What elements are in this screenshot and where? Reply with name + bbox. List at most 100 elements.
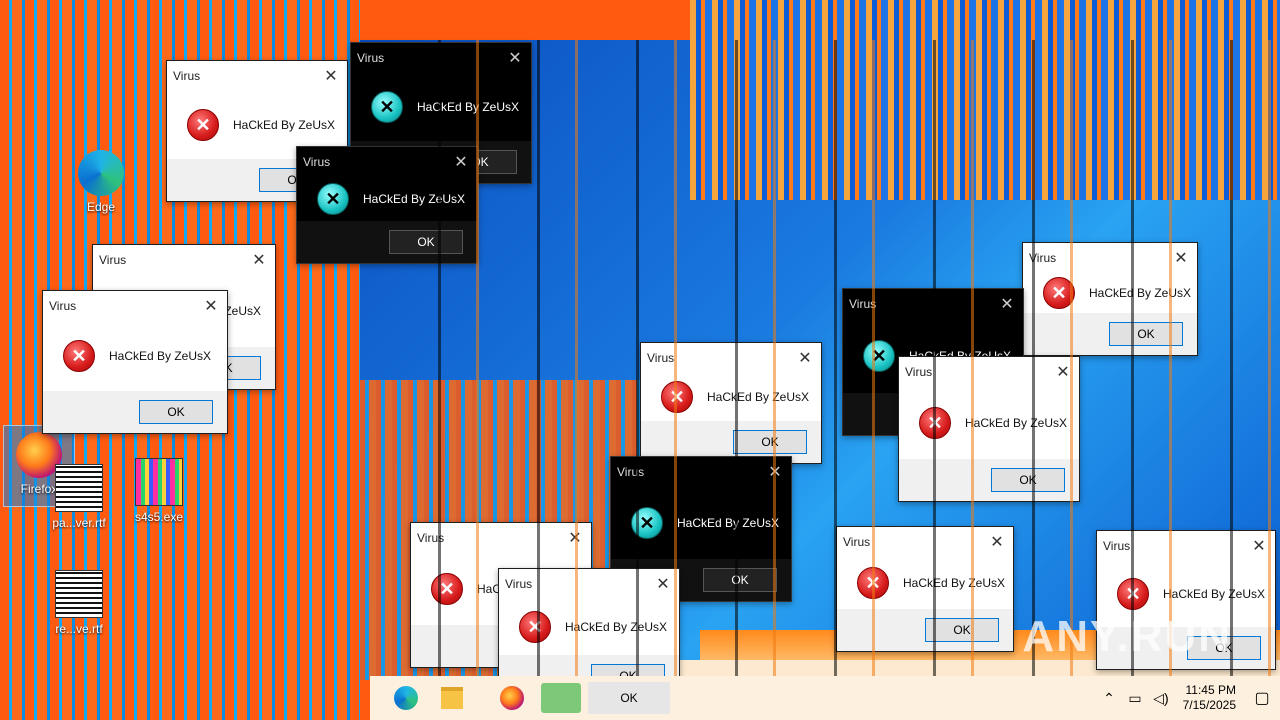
dialog-body: ✕ HaCkEd By ZeUsX [43, 321, 227, 391]
dialog-body: ✕ HaCkEd By ZeUsX [1023, 273, 1197, 313]
ok-button[interactable]: OK [1109, 322, 1183, 346]
dialog-footer: OK [899, 459, 1079, 501]
taskbar-firefox-button[interactable] [496, 682, 528, 714]
dialog-body: ✕HaCkEd By ZeUsX [611, 487, 791, 559]
dialog-message: HaCkEd By ZeUsX [233, 118, 336, 132]
speaker-icon[interactable]: ◁) [1153, 689, 1169, 706]
executable-icon [135, 458, 183, 506]
dialog-body: ✕HaCkEd By ZeUsX [641, 373, 821, 421]
error-x-icon: ✕ [431, 573, 463, 605]
dialog-title: Virus [49, 299, 77, 313]
virus-dialog[interactable]: Virus✕ ✕HaCkEd By ZeUsX OK [640, 342, 822, 464]
close-icon[interactable]: ✕ [508, 50, 522, 67]
error-x-icon: ✕ [519, 611, 551, 643]
error-x-icon: ✕ [1043, 277, 1075, 309]
close-icon[interactable]: ✕ [798, 350, 812, 367]
close-icon[interactable]: ✕ [768, 464, 782, 481]
error-x-icon: ✕ [919, 407, 951, 439]
dialog-message: HaCkEd By ZeUsX [109, 349, 212, 363]
edge-icon [78, 150, 124, 196]
dialog-title: Virus [905, 365, 933, 379]
network-icon[interactable]: ▭ [1128, 689, 1142, 706]
taskbar-explorer-button[interactable] [436, 682, 468, 714]
close-icon[interactable]: ✕ [1000, 296, 1014, 313]
close-icon[interactable]: ✕ [990, 534, 1004, 551]
desktop-icon-label: pa...ver.rtf [52, 516, 106, 530]
dialog-title: Virus [357, 51, 385, 65]
clock[interactable]: 11:45 PM 7/15/2025 [1174, 683, 1236, 713]
dialog-titlebar[interactable]: Virus ✕ [611, 457, 791, 487]
virus-dialog[interactable]: Virus ✕ ✕ HaCkEd By ZeUsX OK [42, 290, 228, 434]
dialog-title: Virus [1029, 251, 1057, 265]
ok-button[interactable]: OK [733, 430, 807, 454]
close-icon[interactable]: ✕ [1252, 538, 1266, 555]
dialog-title: Virus [617, 465, 645, 479]
dialog-titlebar[interactable]: Virus ✕ [899, 357, 1079, 387]
error-x-icon: ✕ [857, 567, 889, 599]
ok-button[interactable]: OK [139, 400, 213, 424]
error-x-icon: ✕ [371, 91, 403, 123]
close-icon[interactable]: ✕ [324, 68, 338, 85]
close-icon[interactable]: ✕ [1174, 250, 1188, 267]
dialog-titlebar[interactable]: Virus✕ [641, 343, 821, 373]
error-x-icon: ✕ [661, 381, 693, 413]
glitch-stripes-top [690, 0, 1280, 200]
dialog-titlebar[interactable]: Virus✕ [411, 523, 591, 553]
dialog-message: HaCkEd By ZeUsX [363, 192, 466, 206]
close-icon[interactable]: ✕ [1056, 364, 1070, 381]
taskbar-ok-button[interactable]: OK [588, 682, 670, 714]
dialog-body: ✕HaCkEd By ZeUsX [297, 177, 477, 221]
dialog-titlebar[interactable]: Virus✕ [843, 289, 1023, 319]
document-icon [55, 570, 103, 618]
dialog-body: ✕HaCkEd By ZeUsX [837, 557, 1013, 609]
chevron-up-icon[interactable]: ⌃ [1103, 689, 1115, 706]
dialog-footer: OK [43, 391, 227, 433]
error-x-icon: ✕ [863, 340, 895, 372]
virus-dialog[interactable]: Virus ✕ ✕ HaCkEd By ZeUsX OK [1022, 242, 1198, 356]
dialog-message: HaCkEd By ZeUsX [1089, 286, 1192, 300]
dialog-footer: OK [1023, 313, 1197, 355]
ok-button[interactable]: OK [703, 568, 777, 592]
close-icon[interactable]: ✕ [568, 530, 582, 547]
dialog-titlebar[interactable]: Virus✕ [1097, 531, 1275, 561]
dialog-footer: OK [297, 221, 477, 263]
dialog-title: Virus [505, 577, 533, 591]
dialog-message: HaCkEd By ZeUsX [565, 620, 668, 634]
virus-dialog[interactable]: Virus✕ ✕HaCkEd By ZeUsX OK [898, 356, 1080, 502]
ok-button[interactable]: OK [389, 230, 463, 254]
close-icon[interactable]: ✕ [656, 576, 670, 593]
dialog-body: ✕ HaCkEd By ZeUsX [499, 599, 679, 655]
firefox-icon [500, 686, 524, 710]
dialog-titlebar[interactable]: Virus✕ [297, 147, 477, 177]
close-icon[interactable]: ✕ [252, 252, 266, 269]
dialog-titlebar[interactable]: Virus ✕ [1023, 243, 1197, 273]
taskbar-edge-button[interactable] [390, 682, 422, 714]
close-icon[interactable]: ✕ [454, 154, 468, 171]
error-x-icon: ✕ [631, 507, 663, 539]
ok-button[interactable]: OK [991, 468, 1065, 492]
dialog-titlebar[interactable]: Virus✕ [93, 245, 275, 275]
desktop-icon-edge[interactable]: Edge [66, 150, 136, 214]
ok-button[interactable]: OK [925, 618, 999, 642]
desktop-icon-label: Firefox [20, 482, 58, 496]
close-icon[interactable]: ✕ [204, 298, 218, 315]
error-x-icon: ✕ [1117, 578, 1149, 610]
clock-date: 7/15/2025 [1182, 698, 1236, 712]
virus-dialog[interactable]: Virus✕ ✕HaCkEd By ZeUsX OK [296, 146, 478, 264]
desktop-icon-document[interactable]: re...ve.rtf [44, 570, 114, 636]
desktop-icon-label: re...ve.rtf [55, 622, 103, 636]
dialog-message: HaCkEd By ZeUsX [417, 100, 520, 114]
dialog-titlebar[interactable]: Virus ✕ [167, 61, 347, 91]
dialog-title: Virus [173, 69, 201, 83]
desktop-icon-document[interactable]: pa...ver.rtf [44, 464, 114, 530]
dialog-titlebar[interactable]: Virus ✕ [43, 291, 227, 321]
error-x-icon: ✕ [63, 340, 95, 372]
taskbar-app-button[interactable] [538, 682, 584, 714]
dialog-titlebar[interactable]: Virus ✕ [351, 43, 531, 73]
virus-dialog[interactable]: Virus✕ ✕HaCkEd By ZeUsX OK [836, 526, 1014, 652]
dialog-titlebar[interactable]: Virus ✕ [499, 569, 679, 599]
dialog-titlebar[interactable]: Virus✕ [837, 527, 1013, 557]
notification-icon[interactable]: ▢ [1254, 690, 1270, 707]
desktop-icon-executable[interactable]: s4s5.exe [124, 458, 194, 524]
